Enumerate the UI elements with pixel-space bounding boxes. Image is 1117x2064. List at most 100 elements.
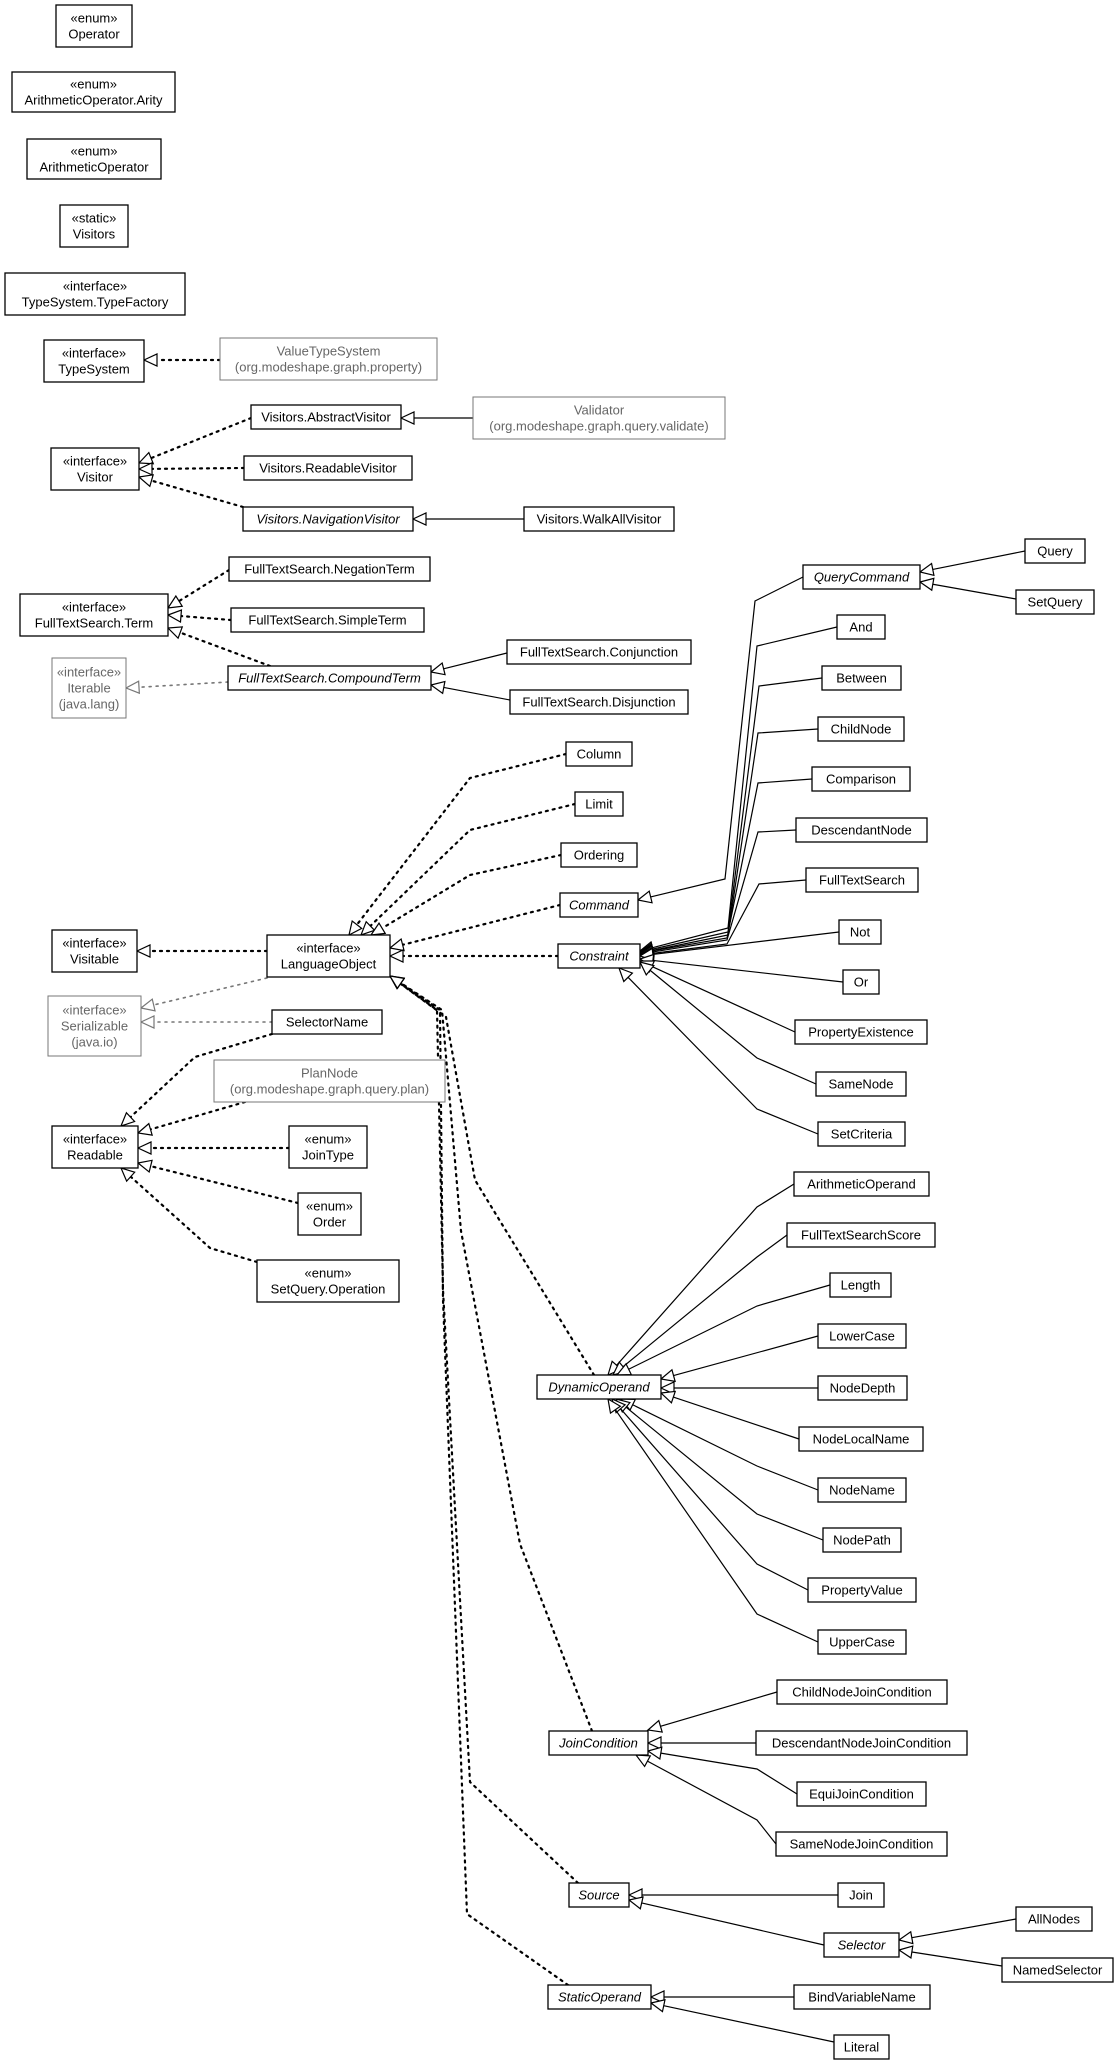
class-length[interactable]: Length <box>829 1272 892 1298</box>
lower-case-to-dynamic-operand-relation <box>659 1335 819 1383</box>
class-full-text-search[interactable]: FullTextSearch <box>805 867 919 893</box>
class-source[interactable]: Source <box>568 1882 630 1908</box>
class-box-border <box>250 404 402 430</box>
class-set-query-operation[interactable]: «enum»SetQuery.Operation <box>256 1259 400 1303</box>
class-node-local-name[interactable]: NodeLocalName <box>798 1426 924 1452</box>
class-child-node-join-condition[interactable]: ChildNodeJoinCondition <box>776 1679 948 1705</box>
class-iterable[interactable]: «interface»Iterable(java.lang) <box>51 657 127 719</box>
limit-to-language-object-relation <box>359 802 577 936</box>
class-bind-variable-name[interactable]: BindVariableName <box>793 1984 931 2010</box>
class-label: Ordering <box>574 848 625 863</box>
relation-line <box>149 1165 300 1205</box>
selector-name-to-readable-relation <box>119 1032 274 1127</box>
inheritance-arrowhead <box>627 1896 644 1910</box>
class-limit[interactable]: Limit <box>574 791 624 817</box>
inheritance-arrowhead <box>429 661 446 676</box>
literal-to-static-operand-relation <box>649 1999 835 2043</box>
class-node-name[interactable]: NodeName <box>817 1477 907 1503</box>
class-operator[interactable]: «enum»Operator <box>55 4 133 48</box>
class-set-criteria[interactable]: SetCriteria <box>817 1121 906 1147</box>
class-validator[interactable]: Validator(org.modeshape.graph.query.vali… <box>472 396 726 440</box>
class-navigation-visitor[interactable]: Visitors.NavigationVisitor <box>242 506 414 532</box>
class-value-type-system[interactable]: ValueTypeSystem(org.modeshape.graph.prop… <box>219 337 438 381</box>
class-label: Visitors.ReadableVisitor <box>259 461 397 476</box>
class-readable[interactable]: «interface»Readable <box>51 1125 139 1169</box>
class-property-existence[interactable]: PropertyExistence <box>794 1019 928 1045</box>
class-abstract-visitor[interactable]: Visitors.AbstractVisitor <box>250 404 402 430</box>
class-join[interactable]: Join <box>837 1882 885 1908</box>
class-conjunction[interactable]: FullTextSearch.Conjunction <box>506 639 692 665</box>
class-literal[interactable]: Literal <box>833 2034 890 2060</box>
class-descendant-node-join-condition[interactable]: DescendantNodeJoinCondition <box>755 1730 968 1756</box>
class-box-border <box>1024 538 1086 564</box>
named-selector-to-selector-relation <box>897 1945 1003 1967</box>
class-language-object[interactable]: «interface»LanguageObject <box>266 934 391 978</box>
class-node-depth[interactable]: NodeDepth <box>817 1375 908 1401</box>
class-selector-name[interactable]: SelectorName <box>271 1009 383 1035</box>
class-plan-node[interactable]: PlanNode(org.modeshape.graph.query.plan) <box>213 1059 446 1103</box>
class-ordering[interactable]: Ordering <box>560 842 638 868</box>
class-compound-term[interactable]: FullTextSearch.CompoundTerm <box>227 665 432 691</box>
class-same-node-join-condition[interactable]: SameNodeJoinCondition <box>775 1831 948 1857</box>
inheritance-arrowhead <box>119 1111 136 1127</box>
class-child-node[interactable]: ChildNode <box>817 716 905 742</box>
relation-line <box>911 1918 1017 1939</box>
class-readable-visitor[interactable]: Visitors.ReadableVisitor <box>243 455 413 481</box>
class-all-nodes[interactable]: AllNodes <box>1015 1906 1093 1932</box>
ordering-to-language-object-relation <box>369 853 563 936</box>
class-static-operand[interactable]: StaticOperand <box>547 1984 652 2010</box>
class-type-system[interactable]: «interface»TypeSystem <box>43 339 145 383</box>
class-order[interactable]: «enum»Order <box>297 1192 362 1236</box>
class-command[interactable]: Command <box>559 892 639 918</box>
class-simple-term[interactable]: FullTextSearch.SimpleTerm <box>230 607 425 633</box>
class-selector[interactable]: Selector <box>823 1932 900 1958</box>
class-or[interactable]: Or <box>842 969 880 995</box>
class-constraint[interactable]: Constraint <box>557 943 641 969</box>
inheritance-arrowhead <box>137 451 155 465</box>
class-property-value[interactable]: PropertyValue <box>807 1577 917 1603</box>
class-disjunction[interactable]: FullTextSearch.Disjunction <box>509 689 689 715</box>
class-descendant-node[interactable]: DescendantNode <box>795 817 928 843</box>
class-upper-case[interactable]: UpperCase <box>817 1629 907 1655</box>
class-arity-enum[interactable]: «enum»ArithmeticOperator.Arity <box>11 71 176 113</box>
class-negation-term[interactable]: FullTextSearch.NegationTerm <box>228 556 431 582</box>
class-box-border <box>536 1374 662 1400</box>
class-named-selector[interactable]: NamedSelector <box>1001 1957 1114 1983</box>
class-and[interactable]: And <box>836 614 886 640</box>
class-query[interactable]: Query <box>1024 538 1086 564</box>
class-arith-op[interactable]: «enum»ArithmeticOperator <box>26 138 162 180</box>
class-comparison[interactable]: Comparison <box>811 766 911 792</box>
not-to-constraint-relation <box>638 931 840 962</box>
class-same-node[interactable]: SameNode <box>815 1071 907 1097</box>
class-serializable[interactable]: «interface»Serializable(java.io) <box>47 995 142 1057</box>
class-join-type[interactable]: «enum»JoinType <box>288 1125 368 1169</box>
class-box-border <box>815 1071 907 1097</box>
class-node-path[interactable]: NodePath <box>822 1527 902 1553</box>
class-dynamic-operand[interactable]: DynamicOperand <box>536 1374 662 1400</box>
class-not[interactable]: Not <box>838 919 882 945</box>
inheritance-arrowhead <box>139 1015 155 1029</box>
class-visitable[interactable]: «interface»Visitable <box>51 929 138 973</box>
class-label: JoinType <box>302 1148 354 1163</box>
class-walk-all-visitor[interactable]: Visitors.WalkAllVisitor <box>523 506 675 532</box>
class-set-query[interactable]: SetQuery <box>1015 589 1095 615</box>
class-visitors[interactable]: «static»Visitors <box>59 204 129 248</box>
class-label: Visitors <box>73 227 116 242</box>
relation-line <box>129 1175 259 1264</box>
class-column[interactable]: Column <box>565 741 633 767</box>
class-between[interactable]: Between <box>821 665 902 691</box>
inheritance-arrowhead <box>649 1990 665 2004</box>
class-lower-case[interactable]: LowerCase <box>817 1323 907 1349</box>
class-query-command[interactable]: QueryCommand <box>802 564 921 590</box>
class-label: «interface» <box>63 454 127 469</box>
class-full-text-search-score[interactable]: FullTextSearchScore <box>786 1222 936 1248</box>
class-label: Visitors.AbstractVisitor <box>261 410 391 425</box>
class-visitor[interactable]: «interface»Visitor <box>50 447 140 491</box>
class-fts-term[interactable]: «interface»FullTextSearch.Term <box>19 593 169 637</box>
class-type-factory[interactable]: «interface»TypeSystem.TypeFactory <box>4 272 186 316</box>
class-join-condition[interactable]: JoinCondition <box>548 1730 649 1756</box>
class-arithmetic-operand[interactable]: ArithmeticOperand <box>793 1171 930 1197</box>
class-equi-join-condition[interactable]: EquiJoinCondition <box>796 1781 927 1807</box>
relation-line <box>652 626 838 949</box>
inheritance-arrowhead <box>348 919 363 937</box>
